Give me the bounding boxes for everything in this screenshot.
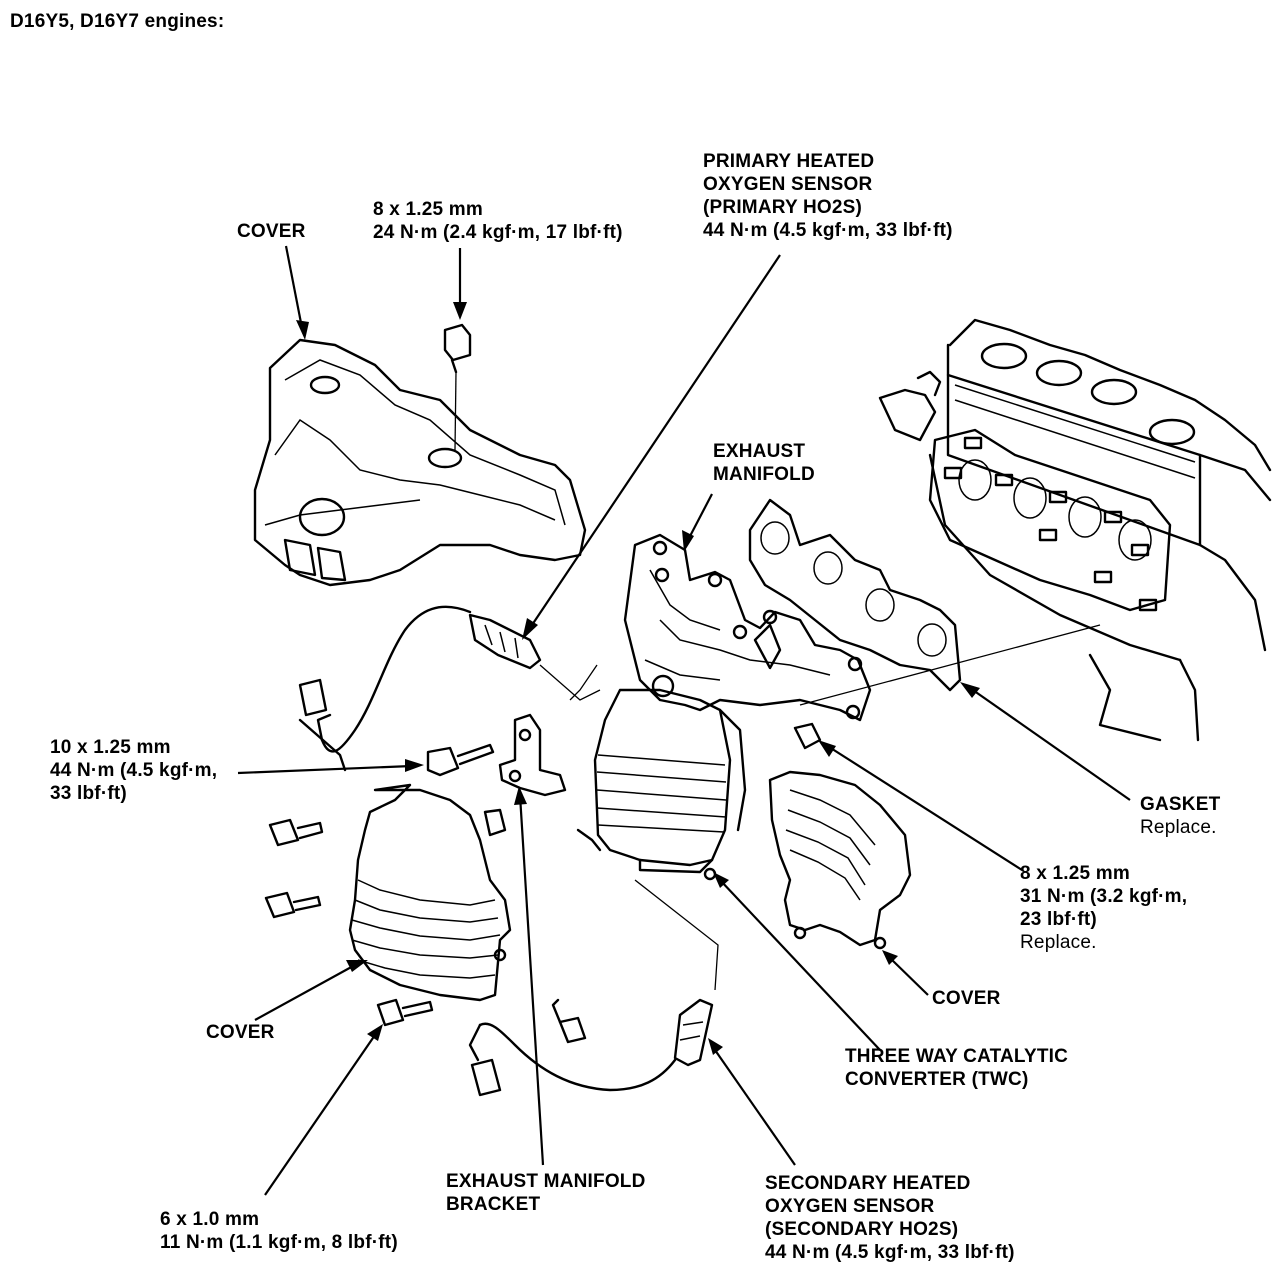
- exhaust-manifold-bracket: [498, 713, 567, 797]
- engine-block: [878, 318, 1272, 742]
- label-primary-ho2s: PRIMARY HEATED OXYGEN SENSOR (PRIMARY HO…: [703, 151, 953, 241]
- upper-heat-cover: [253, 338, 587, 587]
- primary-oxygen-sensor: [298, 605, 601, 772]
- exhaust-manifold: [623, 533, 872, 722]
- page-title: D16Y5, D16Y7 engines:: [10, 11, 225, 32]
- label-exhaust-manifold-bracket: EXHAUST MANIFOLD BRACKET: [446, 1171, 646, 1215]
- bracket-bolts: [264, 722, 822, 1044]
- three-way-catalytic-converter: [576, 688, 747, 881]
- label-top-bolt-spec: 8 x 1.25 mm 24 N·m (2.4 kgf·m, 17 lbf·ft…: [373, 199, 623, 243]
- leader-lines: [237, 245, 1131, 1196]
- label-bottom-bolt-spec: 6 x 1.0 mm 11 N·m (1.1 kgf·m, 8 lbf·ft): [160, 1209, 398, 1253]
- label-three-way-catalytic-converter: THREE WAY CATALYTIC CONVERTER (TWC): [845, 1046, 1069, 1090]
- label-left-bolt-spec: 10 x 1.25 mm 44 N·m (4.5 kgf·m, 33 lbf·f…: [50, 737, 218, 804]
- label-right-nut-spec: 8 x 1.25 mm 31 N·m (3.2 kgf·m, 23 lbf·ft…: [1020, 863, 1188, 953]
- right-heat-cover: [768, 770, 912, 950]
- secondary-oxygen-sensor: [468, 879, 719, 1097]
- label-gasket: GASKET Replace.: [1140, 794, 1221, 838]
- label-cover-left: COVER: [206, 1022, 275, 1043]
- manifold-gasket: [748, 498, 962, 692]
- label-secondary-ho2s: SECONDARY HEATED OXYGEN SENSOR (SECONDAR…: [765, 1173, 1015, 1263]
- label-cover-top: COVER: [237, 221, 306, 242]
- top-cover-bolt: [443, 323, 472, 451]
- left-heat-cover: [348, 783, 512, 1002]
- label-cover-right: COVER: [932, 988, 1001, 1009]
- label-exhaust-manifold: EXHAUST MANIFOLD: [713, 441, 815, 485]
